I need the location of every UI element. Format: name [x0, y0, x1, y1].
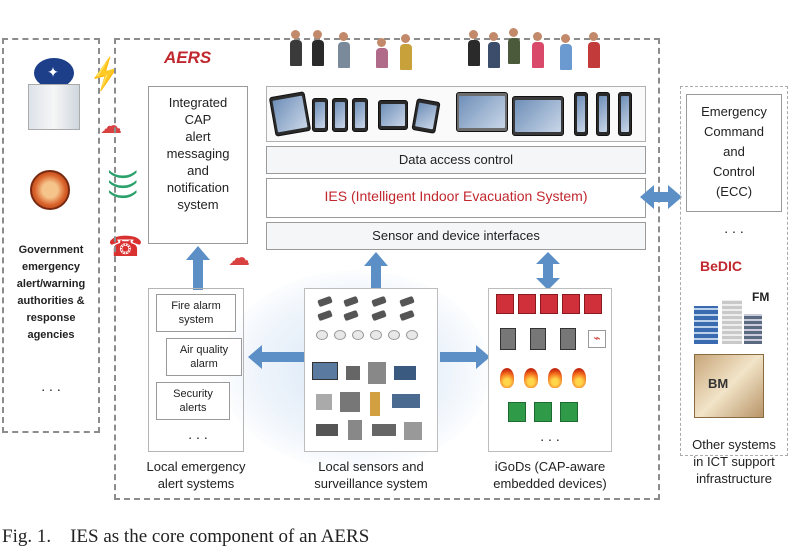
- local-alert-ellipsis: . . .: [188, 426, 208, 442]
- arrow-head-down-igods: [536, 278, 560, 290]
- tablet-icon: [378, 100, 408, 130]
- phone-device-icon: [312, 98, 328, 132]
- government-label: Government emergency alert/warning autho…: [16, 244, 86, 341]
- igods-caption: iGoDs (CAP-aware embedded devices): [493, 459, 607, 491]
- igods-ellipsis: . . .: [540, 428, 560, 444]
- ict-ellipsis: . . .: [724, 220, 744, 236]
- data-access-layer: [266, 146, 646, 174]
- arrow-left-local: [262, 352, 306, 362]
- security-alerts-label: Security alerts: [173, 388, 213, 414]
- government-panel: [2, 38, 100, 433]
- ecc-label: Emergency Command and Control (ECC): [701, 104, 767, 199]
- aers-container: [114, 38, 660, 500]
- sensor-interface-layer: [266, 222, 646, 250]
- sensor-icon-group: [312, 328, 432, 356]
- arrow-head-left-local: [248, 345, 262, 369]
- government-ellipsis: . . .: [41, 378, 61, 394]
- tablet-icon: [268, 91, 312, 137]
- bedic-label: BeDIC: [700, 258, 743, 274]
- monitor-icon: [512, 96, 564, 136]
- arrow-ecc-link: [652, 192, 670, 202]
- air-quality-box: Air quality alarm: [166, 338, 242, 376]
- cloud-icon: ☁: [100, 113, 122, 138]
- map-display-icon: [456, 92, 508, 132]
- ies-label: IES (Intelligent Indoor Evacuation Syste…: [324, 188, 588, 204]
- arrow-head-up-sensors: [364, 252, 388, 266]
- government-building-icon: ✦: [28, 58, 80, 132]
- people-group-right: [468, 26, 618, 72]
- arrow-right-igods: [440, 352, 478, 362]
- arrow-bidir-igods: [543, 262, 553, 280]
- cap-alert-label: Integrated CAP alert messaging and notif…: [166, 95, 230, 212]
- arrow-head-up-igods: [536, 252, 560, 264]
- fire-alarm-box: Fire alarm system: [156, 294, 236, 332]
- cap-alert-box: [148, 86, 248, 244]
- local-alert-caption: Local emergency alert systems: [146, 459, 246, 491]
- emergency-agency-seal-icon: [30, 170, 70, 210]
- kiosk-icon: [574, 92, 588, 136]
- air-quality-label: Air quality alarm: [179, 344, 229, 370]
- building-icon: [694, 300, 762, 344]
- phone-device-icon: [352, 98, 368, 132]
- kiosk-icon: [596, 92, 610, 136]
- ict-caption: Other systems in ICT support infrastruct…: [692, 437, 776, 486]
- people-group-left: [290, 26, 430, 72]
- sensor-interface-label: Sensor and device interfaces: [372, 228, 540, 243]
- fm-label: FM: [752, 290, 770, 304]
- equipment-icon-group: [312, 362, 432, 446]
- exit-sign-group: [508, 402, 598, 426]
- phone-icon: ☎: [108, 231, 143, 262]
- alarm-device-group: [496, 294, 606, 318]
- arrow-up-cap: [193, 256, 203, 290]
- arrow-up-sensors: [371, 264, 381, 290]
- fire-icon-group: [500, 368, 610, 392]
- ecc-box: [686, 94, 782, 212]
- figure-caption: Fig. 1. IES as the core component of an …: [2, 526, 370, 547]
- ict-infrastructure-panel: [680, 86, 788, 456]
- aers-label: AERS: [164, 48, 212, 67]
- arrow-head-right-igods: [476, 345, 490, 369]
- arrow-head-up-cap: [186, 246, 210, 260]
- arrow-head-ecc-left: [640, 185, 654, 209]
- kiosk-icon: [618, 92, 632, 136]
- security-alerts-box: Security alerts: [156, 382, 230, 420]
- local-alert-panel: [148, 288, 244, 452]
- phone-device-icon: [332, 98, 348, 132]
- bm-screen: [694, 354, 764, 418]
- fire-alarm-label: Fire alarm system: [171, 300, 221, 326]
- sensors-caption: Local sensors and surveillance system: [314, 459, 428, 491]
- data-access-label: Data access control: [398, 152, 514, 167]
- ies-layer: [266, 178, 646, 218]
- bm-label: BM: [708, 376, 729, 391]
- camera-icon-group: [312, 294, 432, 324]
- control-panel-group: ⌁: [500, 328, 610, 358]
- arrow-head-ecc-right: [668, 185, 682, 209]
- cloud-icon-2: ☁: [228, 245, 250, 270]
